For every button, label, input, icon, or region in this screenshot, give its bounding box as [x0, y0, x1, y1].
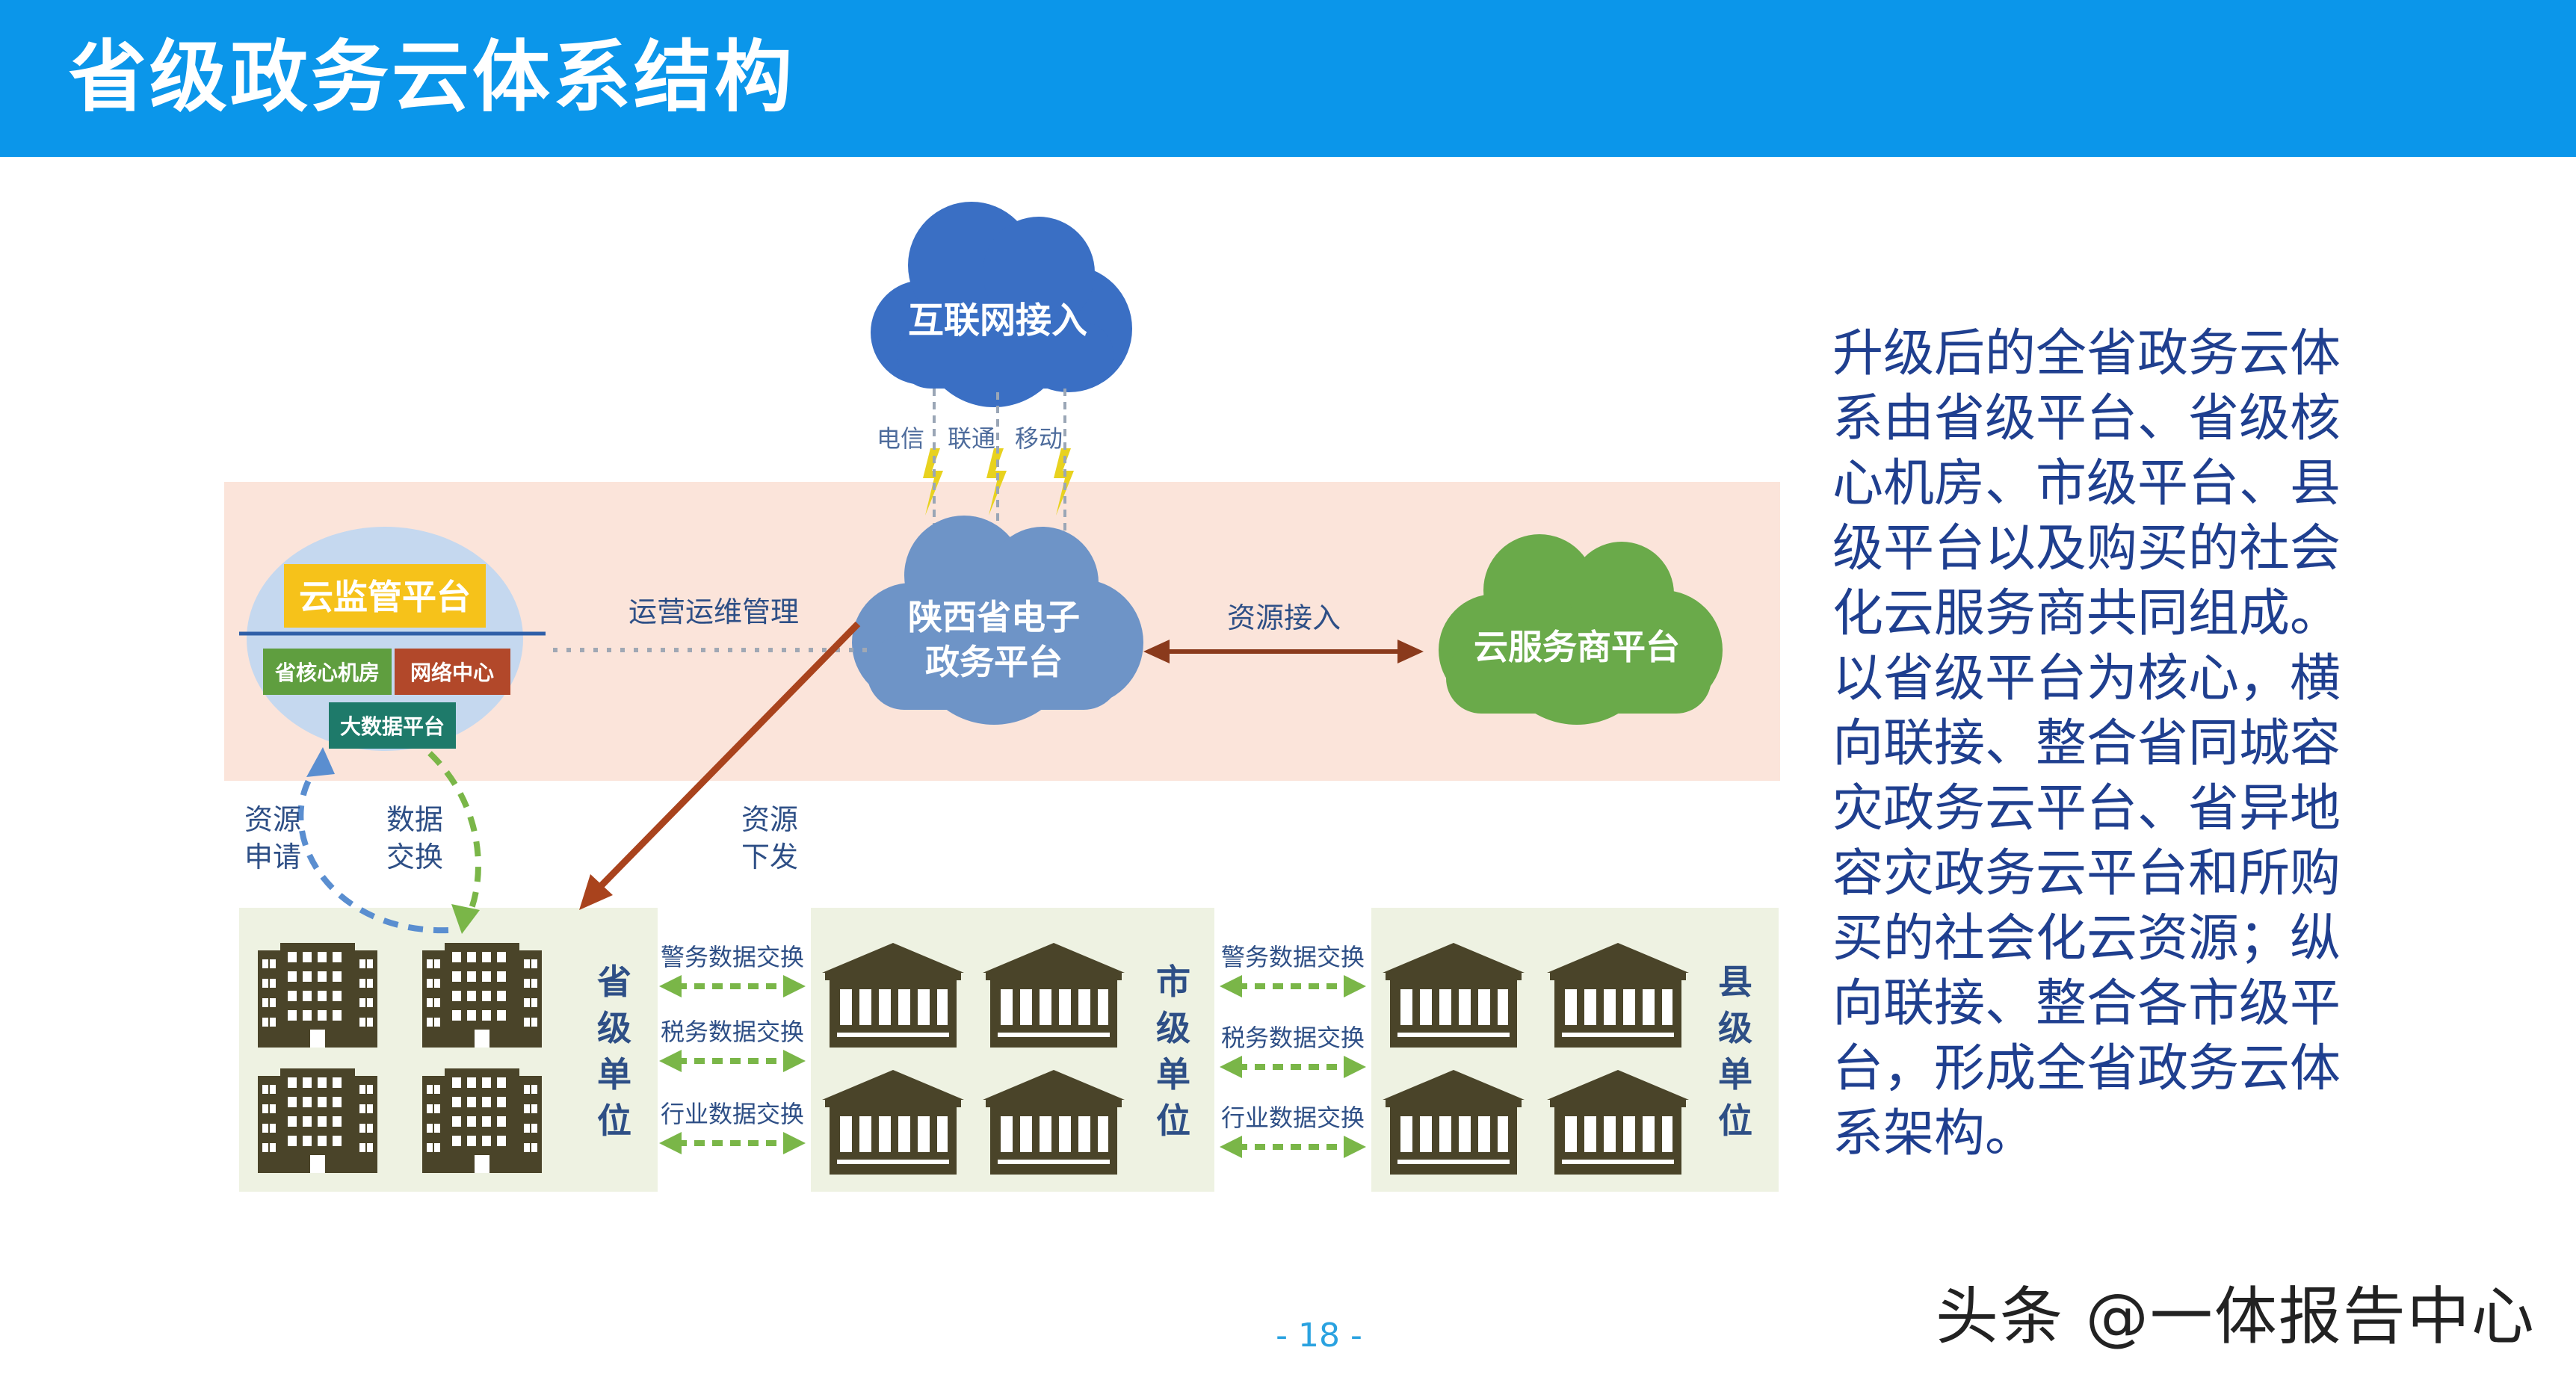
core-room-box	[263, 649, 392, 695]
data-exchange-label-1: 数据	[386, 803, 443, 836]
resource-dispatch-label-2: 下发	[741, 841, 798, 873]
data-exchange-path	[427, 751, 481, 920]
exchange-right-label-1: 警务数据交换	[1221, 943, 1365, 971]
data-exchange-arrowhead	[451, 904, 480, 934]
carrier-links	[923, 448, 1074, 516]
central-cloud-label-1: 陕西省电子	[908, 597, 1080, 637]
bigdata-platform-box	[329, 702, 456, 749]
city-units-char-2: 级	[1156, 1008, 1190, 1048]
carrier-label-2: 联通	[948, 424, 995, 453]
county-units-char-3: 单	[1718, 1054, 1752, 1095]
ops-label: 运营运维管理	[628, 595, 799, 628]
exchange-right-label-2: 税务数据交换	[1221, 1024, 1365, 1052]
resource-request-arrowhead	[306, 747, 335, 777]
network-center-box	[395, 649, 510, 695]
header-bar: 省级政务云体系结构	[0, 0, 2576, 157]
county-units-char-1: 县	[1718, 962, 1752, 1002]
page-title: 省级政务云体系结构	[69, 31, 796, 123]
exchange-right-label-3: 行业数据交换	[1221, 1104, 1365, 1132]
description-text: 升级后的全省政务云体系由省级平台、省级核心机房、市级平台、县级平台以及购买的社会…	[1832, 324, 2341, 1163]
resource-dispatch-label-1: 资源	[741, 803, 798, 836]
bigdata-platform-label: 大数据平台	[340, 714, 445, 739]
monitor-platform-label: 云监管平台	[299, 577, 471, 617]
city-units-char-1: 市	[1156, 962, 1190, 1002]
city-units-char-3: 单	[1156, 1054, 1190, 1095]
central-cloud-label-2: 政务平台	[925, 642, 1063, 682]
page-number: - 18 -	[1276, 1316, 1362, 1355]
province-units-char-3: 单	[597, 1054, 631, 1095]
province-units-char-1: 省	[597, 962, 631, 1002]
county-units-char-4: 位	[1718, 1101, 1752, 1141]
province-units-char-2: 级	[597, 1008, 631, 1048]
province-units-char-4: 位	[597, 1101, 631, 1141]
province-building	[422, 943, 542, 1048]
internet-cloud	[871, 202, 1132, 407]
resource-request-path	[297, 764, 449, 934]
province-building	[258, 943, 377, 1048]
county-units-char-2: 级	[1718, 1008, 1752, 1048]
carrier-label-1: 电信	[877, 424, 924, 453]
resource-access-arrow	[1143, 640, 1424, 663]
city-units-char-4: 位	[1156, 1101, 1190, 1141]
resource-request-label-1: 资源	[244, 803, 301, 836]
province-building	[422, 1068, 542, 1173]
exchange-left-label-3: 行业数据交换	[661, 1100, 804, 1128]
resource-request-label-2: 申请	[244, 841, 301, 873]
province-building	[258, 1068, 377, 1173]
exchange-arrows-right	[1237, 983, 1349, 1150]
network-center-label: 网络中心	[410, 660, 494, 685]
core-room-label: 省核心机房	[275, 660, 380, 685]
central-cloud	[852, 516, 1143, 725]
monitor-platform-group	[239, 527, 546, 751]
provider-cloud	[1439, 534, 1723, 725]
data-exchange-label-2: 交换	[386, 841, 443, 873]
carrier-label-3: 移动	[1015, 424, 1063, 453]
exchange-left-label-2: 税务数据交换	[661, 1018, 804, 1046]
monitor-platform-box	[284, 564, 486, 628]
resource-access-label: 资源接入	[1227, 601, 1341, 634]
provider-cloud-label: 云服务商平台	[1474, 627, 1680, 667]
resource-dispatch-arrow	[579, 621, 861, 910]
watermark: 头条 @一体报告中心	[1936, 1280, 2536, 1353]
exchange-left-label-1: 警务数据交换	[661, 943, 804, 971]
internet-cloud-label: 互联网接入	[908, 300, 1087, 341]
exchange-arrows-left	[676, 983, 788, 1146]
